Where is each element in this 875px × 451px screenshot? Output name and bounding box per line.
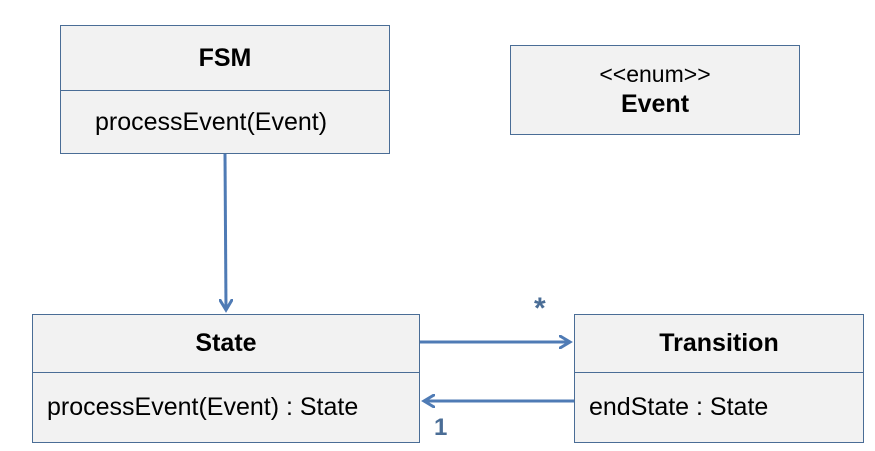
- state-class-name: State: [33, 315, 419, 373]
- fsm-operation: processEvent(Event): [95, 107, 328, 136]
- transition-attribute: endState : State: [589, 393, 769, 421]
- event-enum-name: Event: [620, 89, 690, 118]
- state-operation: processEvent(Event) : State: [47, 393, 359, 421]
- fsm-class-box: FSM processEvent(Event): [60, 25, 390, 154]
- transition-class-box: Transition endState : State: [574, 314, 864, 443]
- fsm-class-name: FSM: [61, 26, 389, 91]
- fsm-to-state-arrow: [225, 153, 226, 310]
- event-enum-box: <<enum>> Event: [510, 45, 800, 135]
- multiplicity-many: *: [534, 292, 546, 325]
- enum-stereotype: <<enum>>: [599, 61, 711, 87]
- state-class-box: State processEvent(Event) : State: [32, 314, 420, 443]
- multiplicity-one: 1: [434, 414, 448, 441]
- transition-class-name: Transition: [575, 315, 863, 373]
